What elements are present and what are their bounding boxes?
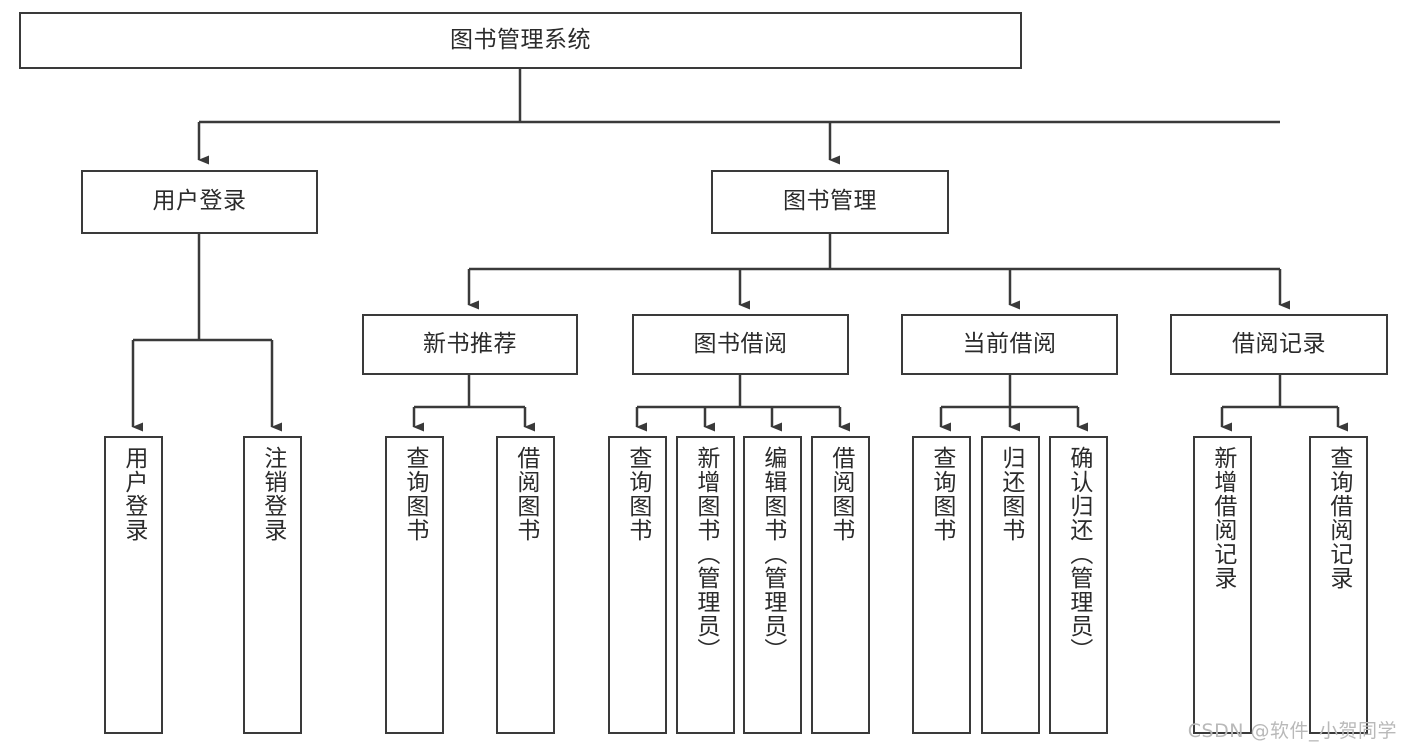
node-book-borrow[interactable]: 图书借阅 <box>632 314 849 375</box>
node-borrow-record[interactable]: 借阅记录 <box>1170 314 1388 375</box>
node-current-borrow[interactable]: 当前借阅 <box>901 314 1118 375</box>
leaf-query-book-recommend[interactable]: 查询图书 <box>385 436 444 734</box>
leaf-confirm-return-admin[interactable]: 确认归还（管理员） <box>1049 436 1108 734</box>
leaf-edit-book-admin[interactable]: 编辑图书（管理员） <box>743 436 802 734</box>
leaf-query-book-current[interactable]: 查询图书 <box>912 436 971 734</box>
csdn-watermark: CSDN @软件_小贺同学 <box>1187 720 1397 742</box>
leaf-borrow-book[interactable]: 借阅图书 <box>811 436 870 734</box>
leaf-user-login[interactable]: 用户登录 <box>104 436 163 734</box>
leaf-query-borrow-record[interactable]: 查询借阅记录 <box>1309 436 1368 734</box>
leaf-add-borrow-record[interactable]: 新增借阅记录 <box>1193 436 1252 734</box>
node-user-login[interactable]: 用户登录 <box>81 170 318 234</box>
node-new-book-recommend[interactable]: 新书推荐 <box>362 314 578 375</box>
leaf-borrow-book-recommend[interactable]: 借阅图书 <box>496 436 555 734</box>
node-book-management[interactable]: 图书管理 <box>711 170 949 234</box>
leaf-logout-login[interactable]: 注销登录 <box>243 436 302 734</box>
leaf-return-book[interactable]: 归还图书 <box>981 436 1040 734</box>
leaf-query-book-borrow[interactable]: 查询图书 <box>608 436 667 734</box>
node-root-system[interactable]: 图书管理系统 <box>19 12 1022 69</box>
leaf-add-book-admin[interactable]: 新增图书（管理员） <box>676 436 735 734</box>
